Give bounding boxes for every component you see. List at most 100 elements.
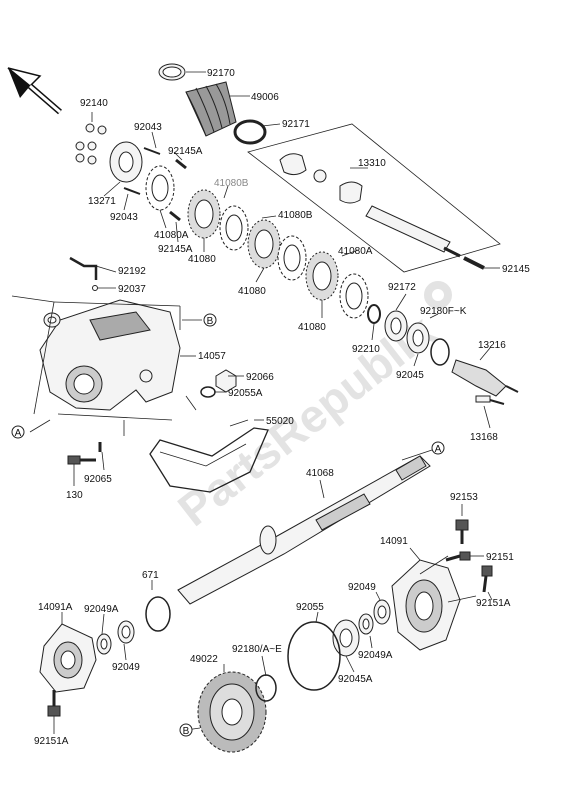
label-41080-3: 41080 — [298, 322, 326, 333]
shim-92180F-K — [430, 338, 450, 366]
label-92145A-top: 92145A — [168, 146, 203, 157]
label-92045: 92045 — [396, 370, 424, 381]
part-labels: 92170 49006 92140 92171 92043 92145A 133… — [34, 68, 530, 747]
breather-13168 — [475, 395, 505, 405]
label-92210: 92210 — [352, 344, 380, 355]
callout-b-housing: B — [203, 313, 217, 327]
propeller-shaft-13310 — [247, 123, 501, 273]
oil-seal-92049-left — [117, 620, 135, 644]
callout-a-housing: A — [11, 425, 25, 439]
watermark-gear-icon — [424, 281, 452, 309]
label-92151A-left: 92151A — [34, 736, 69, 747]
label-92172: 92172 — [388, 282, 416, 293]
oil-seal-92172 — [384, 310, 408, 342]
differential-housing-14057 — [39, 299, 181, 411]
label-92055: 92055 — [296, 602, 324, 613]
label-92171: 92171 — [282, 119, 310, 130]
label-14091A: 14091A — [38, 602, 73, 613]
label-92037: 92037 — [118, 284, 146, 295]
label-92043-bottom: 92043 — [110, 212, 138, 223]
label-92170: 92170 — [207, 68, 235, 79]
svg-text:A: A — [435, 444, 442, 455]
label-41080-2: 41080 — [238, 286, 266, 297]
o-ring-92037 — [92, 285, 98, 291]
label-49006: 49006 — [251, 92, 279, 103]
label-92055A: 92055A — [228, 388, 263, 399]
label-92066: 92066 — [246, 372, 274, 383]
label-92180F-K: 92180F~K — [420, 306, 467, 317]
clutch-plate-41080A-1 — [145, 165, 175, 211]
pins-92145A — [169, 158, 187, 222]
bracket-guide-55020 — [149, 427, 269, 493]
friction-disc-41080-1 — [187, 189, 221, 239]
label-92065: 92065 — [84, 474, 112, 485]
oil-seal-92049A-left — [96, 633, 112, 655]
label-13168: 13168 — [470, 432, 498, 443]
bearing-housing-14091A — [39, 623, 97, 693]
bolt-92151A-right — [481, 565, 493, 593]
drive-shaft-41068 — [177, 455, 431, 605]
label-92049A-left: 92049A — [84, 604, 119, 615]
label-41080-1: 41080 — [188, 254, 216, 265]
clutch-plate-41080A-2 — [339, 273, 369, 319]
pinion-gear-13216 — [451, 359, 519, 397]
snap-ring-92210 — [367, 304, 381, 324]
svg-text:A: A — [15, 428, 22, 439]
friction-disc-41080-3 — [305, 251, 339, 301]
label-13271: 13271 — [88, 196, 116, 207]
oil-seal-92049-right — [373, 599, 391, 625]
bearing-housing-14091 — [391, 559, 461, 651]
bolt-92151A-left — [47, 690, 61, 717]
label-92043-top: 92043 — [134, 122, 162, 133]
clutch-plate-41080B-2 — [277, 235, 307, 281]
boot-clamp-92170 — [158, 63, 186, 81]
label-14091: 14091 — [380, 536, 408, 547]
bolt-92151 — [445, 551, 471, 562]
o-ring-92055 — [287, 621, 341, 691]
label-92049-right: 92049 — [348, 582, 376, 593]
label-130: 130 — [66, 490, 83, 501]
label-92151: 92151 — [486, 552, 514, 563]
svg-text:B: B — [207, 316, 214, 327]
boot-clamp-92171 — [233, 119, 267, 145]
callout-b-ring-gear: B — [179, 723, 193, 737]
label-41068: 41068 — [306, 468, 334, 479]
label-92151A-right: 92151A — [476, 598, 511, 609]
label-92045A: 92045A — [338, 674, 373, 685]
label-92180A-E: 92180/A~E — [232, 644, 282, 655]
label-49022: 49022 — [190, 654, 218, 665]
callout-a-shaft: A — [431, 441, 445, 455]
pins-92043 — [123, 147, 161, 195]
plug-92066 — [215, 369, 237, 393]
label-92049-left: 92049 — [112, 662, 140, 673]
bolt-130 — [67, 455, 96, 465]
label-13310: 13310 — [358, 158, 386, 169]
watermark: PartsRepublik — [168, 304, 444, 536]
o-ring-92055A — [200, 386, 216, 398]
label-92049A-right: 92049A — [358, 650, 393, 661]
o-ring-671 — [145, 596, 171, 632]
label-92145: 92145 — [502, 264, 530, 275]
friction-disc-41080-2 — [247, 219, 281, 269]
oil-seal-92049A-right — [358, 613, 374, 635]
label-13216: 13216 — [478, 340, 506, 351]
plate-13271 — [109, 141, 143, 183]
label-92145A-bottom: 92145A — [158, 244, 193, 255]
bearing-92045 — [406, 322, 430, 354]
bolt-92153 — [455, 519, 469, 544]
pin-92192 — [69, 256, 98, 280]
label-92192: 92192 — [118, 266, 146, 277]
label-14057: 14057 — [198, 351, 226, 362]
boot-49006 — [185, 81, 237, 137]
spring-92145 — [463, 256, 485, 270]
svg-text:B: B — [183, 726, 190, 737]
label-671: 671 — [142, 570, 159, 581]
label-92153: 92153 — [450, 492, 478, 503]
label-55020: 55020 — [266, 416, 294, 427]
front-direction-arrow-icon — [7, 67, 62, 115]
label-92140: 92140 — [80, 98, 108, 109]
label-41080A-right: 41080A — [338, 246, 373, 257]
clips-92140 — [75, 123, 107, 165]
label-41080A-top: 41080A — [154, 230, 189, 241]
